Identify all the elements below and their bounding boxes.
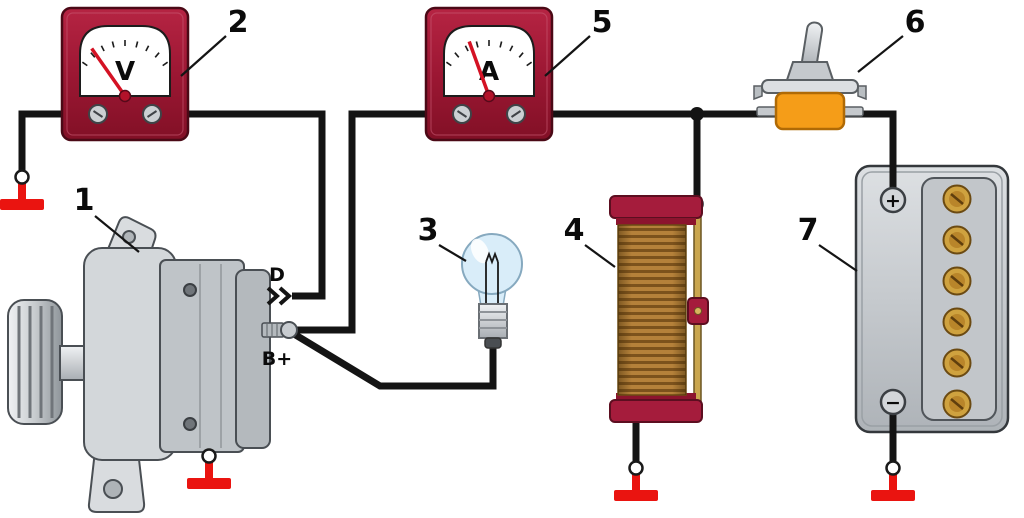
battery-minus-sign: − <box>885 392 901 414</box>
callout-pointer-lines <box>94 35 904 272</box>
alternator-lower-arm-hole <box>103 479 123 499</box>
callout-rheostat: 4 <box>564 213 585 248</box>
lamp-filament-icon <box>485 251 499 304</box>
toggle-switch <box>753 21 867 131</box>
switch-body <box>774 91 846 131</box>
alternator-bolt <box>183 417 197 431</box>
ammeter: A <box>424 6 554 142</box>
junction-dot-icon <box>690 107 704 121</box>
switch-clip <box>753 85 763 101</box>
meter-needle-pivot <box>118 89 132 103</box>
meter-scale-ticks <box>81 40 169 67</box>
rheostat <box>609 195 709 423</box>
alternator-pulley <box>7 299 63 425</box>
alternator-terminals: D B+ <box>261 264 298 370</box>
callout-battery: 7 <box>798 213 819 248</box>
meter-face <box>443 25 535 97</box>
rheostat-top-cap <box>609 195 703 219</box>
callout-voltmeter: 2 <box>228 5 249 40</box>
rheostat-slider-pin <box>694 307 702 315</box>
voltmeter: V <box>60 6 190 142</box>
terminal-d-label: D <box>269 264 285 286</box>
callout-alternator: 1 <box>74 183 95 218</box>
battery-terminals: + − <box>879 186 907 416</box>
battery-positive-terminal <box>879 186 907 214</box>
battery-negative-terminal <box>879 388 907 416</box>
wires <box>18 107 897 462</box>
meter-terminal-screws <box>88 104 162 124</box>
switch-terminal <box>842 106 864 117</box>
switch-clip <box>857 85 867 101</box>
wire-voltmeter-to-d-terminal <box>152 110 326 300</box>
callouts: 2 5 6 1 3 4 7 <box>74 5 926 272</box>
switch-mounting-plate <box>761 79 859 94</box>
meter-face <box>79 25 171 97</box>
rheostat-bottom-cap <box>609 399 703 423</box>
alternator-bolt <box>183 283 197 297</box>
battery <box>854 164 1010 434</box>
meter-scale-ticks <box>445 40 533 67</box>
battery-cell-caps <box>942 184 972 419</box>
alternator-stator <box>159 259 245 453</box>
ground-icon <box>187 448 231 489</box>
chevron-right-icon <box>266 286 281 306</box>
battery-plus-sign: + <box>885 190 901 212</box>
wire-ammeter-to-bplus <box>294 110 470 334</box>
test-lamp <box>461 233 523 349</box>
switch-bushing <box>785 61 835 81</box>
ground-icon <box>614 460 658 501</box>
callout-ammeter: 5 <box>592 5 613 40</box>
meter-needle-pivot <box>482 89 496 103</box>
lamp-highlight <box>470 238 490 264</box>
switch-terminal <box>756 106 778 117</box>
alternator-shaft <box>59 345 87 381</box>
chevron-right-icon <box>278 286 293 306</box>
terminal-bplus-label: B+ <box>262 348 292 370</box>
wire-bplus-to-lamp <box>292 331 497 390</box>
meter-needle-icon <box>467 40 491 97</box>
ground-icon <box>871 460 915 501</box>
voltmeter-letter: V <box>115 57 135 87</box>
ground-icon <box>0 169 44 210</box>
bplus-nut <box>280 321 298 339</box>
alternator <box>7 216 271 513</box>
callout-switch: 6 <box>905 5 926 40</box>
alternator-rear-bracket <box>235 269 271 449</box>
meter-terminal-screws <box>452 104 526 124</box>
battery-cell-panel <box>921 177 997 421</box>
wire-ammeter-switch-battery <box>508 110 897 196</box>
meter-needle-icon <box>90 47 127 98</box>
lamp-contact-tip <box>484 337 502 349</box>
callout-lamp: 3 <box>418 213 439 248</box>
